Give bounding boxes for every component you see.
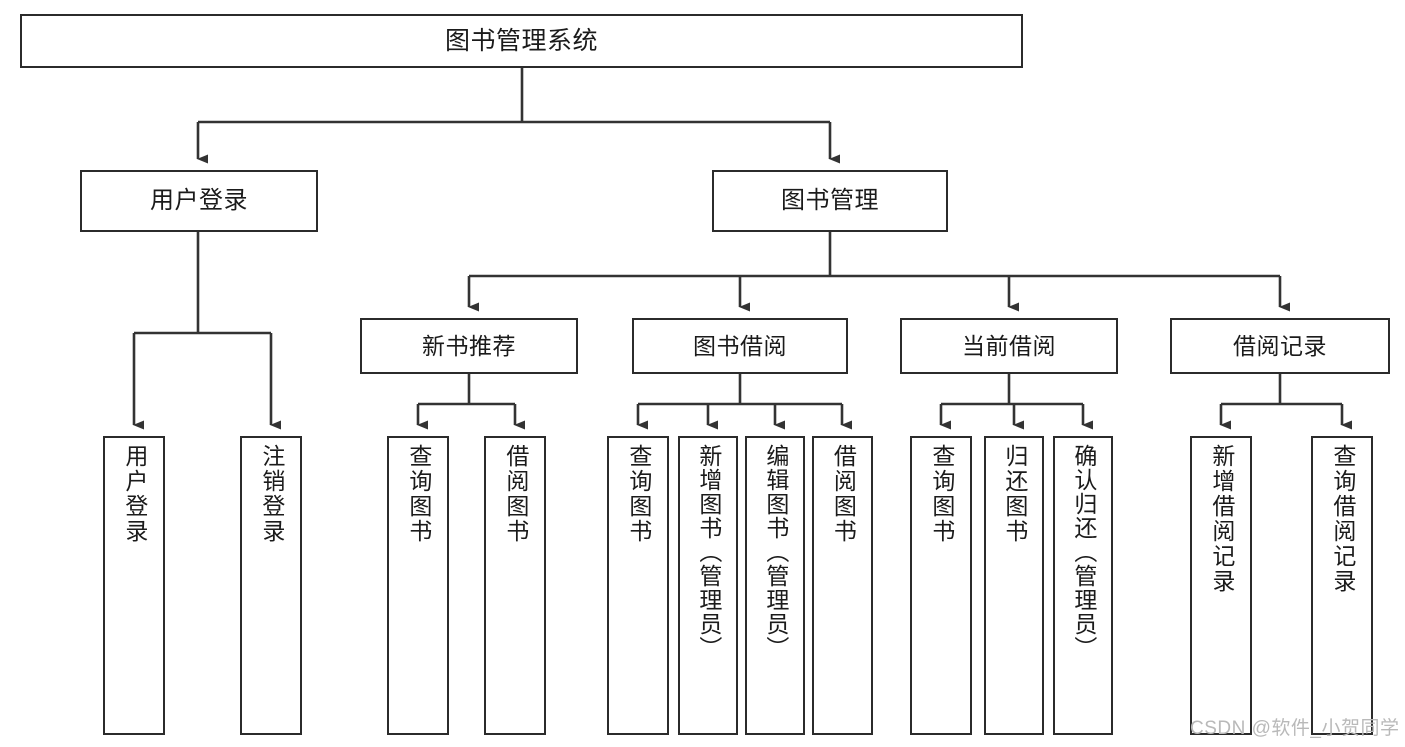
node-label: 查询图书 bbox=[405, 444, 432, 544]
node-label: 新书推荐 bbox=[422, 332, 516, 359]
node-label: 注销登录 bbox=[258, 444, 285, 544]
node-label: 借阅图书 bbox=[830, 444, 857, 544]
csdn-watermark: CSDN @软件_小贺同学 bbox=[1190, 718, 1400, 739]
node-leaf-query-borrow-record: 查询借阅记录 bbox=[1311, 436, 1373, 735]
node-leaf-query-book-current: 查询图书 bbox=[910, 436, 972, 735]
node-current-borrow: 当前借阅 bbox=[900, 318, 1118, 374]
node-user-login: 用户登录 bbox=[80, 170, 318, 232]
connector-lines bbox=[132, 68, 1352, 430]
node-borrow-record: 借阅记录 bbox=[1170, 318, 1390, 374]
node-leaf-borrow-book-recommend: 借阅图书 bbox=[484, 436, 546, 735]
node-leaf-confirm-return-admin: 确认归还（管理员） bbox=[1053, 436, 1113, 735]
node-new-book-recommend: 新书推荐 bbox=[360, 318, 578, 374]
node-label: 归还图书 bbox=[1001, 444, 1028, 544]
node-label: 图书管理系统 bbox=[444, 26, 598, 55]
node-leaf-user-login: 用户登录 bbox=[103, 436, 165, 735]
node-root: 图书管理系统 bbox=[20, 14, 1023, 68]
node-label: 查询图书 bbox=[625, 444, 652, 544]
node-label: 当前借阅 bbox=[962, 332, 1056, 359]
node-label: 新增图书（管理员） bbox=[695, 444, 722, 660]
node-book-borrow: 图书借阅 bbox=[632, 318, 848, 374]
node-label: 借阅记录 bbox=[1233, 332, 1327, 359]
node-label: 查询图书 bbox=[928, 444, 955, 544]
node-label: 确认归还（管理员） bbox=[1070, 444, 1097, 660]
node-leaf-query-book-borrow: 查询图书 bbox=[607, 436, 669, 735]
node-label: 编辑图书（管理员） bbox=[762, 444, 789, 660]
node-leaf-query-book-recommend: 查询图书 bbox=[387, 436, 449, 735]
node-label: 借阅图书 bbox=[502, 444, 529, 544]
node-label: 新增借阅记录 bbox=[1208, 444, 1235, 594]
node-leaf-add-borrow-record: 新增借阅记录 bbox=[1190, 436, 1252, 735]
node-leaf-user-logout: 注销登录 bbox=[240, 436, 302, 735]
node-leaf-edit-book-admin: 编辑图书（管理员） bbox=[745, 436, 805, 735]
node-leaf-return-book: 归还图书 bbox=[984, 436, 1044, 735]
node-label: 图书管理 bbox=[781, 187, 879, 215]
node-label: 图书借阅 bbox=[693, 332, 787, 359]
node-label: 用户登录 bbox=[150, 187, 248, 215]
node-label: 用户登录 bbox=[121, 444, 148, 544]
node-label: 查询借阅记录 bbox=[1329, 444, 1356, 594]
node-leaf-borrow-book: 借阅图书 bbox=[812, 436, 873, 735]
node-book-management: 图书管理 bbox=[712, 170, 948, 232]
node-leaf-add-book-admin: 新增图书（管理员） bbox=[678, 436, 738, 735]
